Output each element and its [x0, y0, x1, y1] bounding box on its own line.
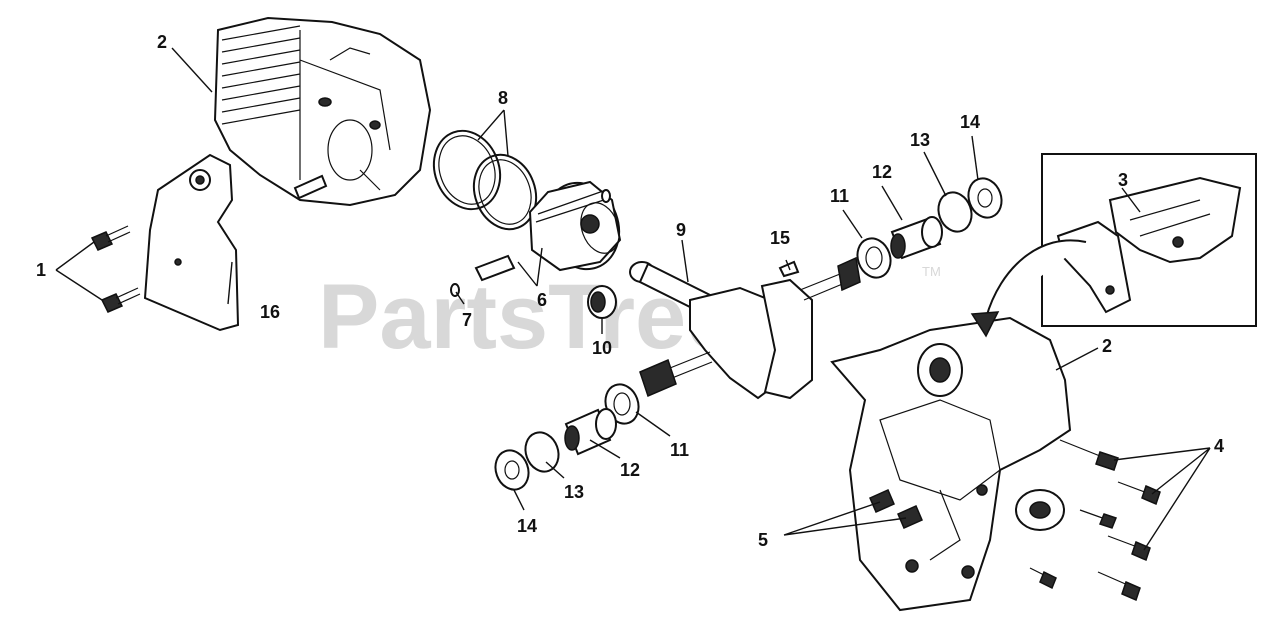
piston-rings-part — [432, 129, 538, 231]
leader-lines — [55, 47, 1211, 551]
callout-11-left: 11 — [670, 440, 689, 460]
callout-5: 5 — [758, 530, 768, 550]
needle-bearing-part — [587, 285, 617, 319]
bolt-part — [90, 225, 141, 313]
snap-ring-right-part — [937, 191, 973, 233]
callout-14-left: 14 — [517, 516, 537, 536]
screws-part — [869, 489, 923, 529]
washer-left-part — [494, 449, 530, 491]
callout-2-crankcase: 2 — [1102, 336, 1112, 356]
callout-2-cylinder: 2 — [157, 32, 167, 52]
watermark-trademark: TM — [922, 264, 941, 279]
callout-8: 8 — [498, 88, 508, 108]
dowel-pin-part — [293, 174, 328, 200]
callout-labels: 2 1 16 8 6 7 10 9 15 11 12 13 14 3 2 4 5… — [36, 32, 1224, 550]
crankcase-part — [830, 316, 1072, 612]
callout-13-right: 13 — [910, 130, 930, 150]
seal-right-part — [856, 237, 892, 279]
snap-ring-left-part — [524, 431, 560, 473]
washer-right-part — [967, 177, 1003, 219]
callout-16: 16 — [260, 302, 280, 322]
callout-1: 1 — [36, 260, 46, 280]
bearing-left-part — [564, 408, 617, 456]
callout-7: 7 — [462, 310, 472, 330]
cover-plate-part — [143, 153, 240, 332]
piston-part — [528, 180, 622, 272]
callout-11-right: 11 — [830, 186, 849, 206]
callout-6: 6 — [537, 290, 547, 310]
callout-12-left: 12 — [620, 460, 640, 480]
callout-14-right: 14 — [960, 112, 980, 132]
callout-13-left: 13 — [564, 482, 584, 502]
callout-15: 15 — [770, 228, 790, 248]
inset-arrow — [970, 239, 1087, 338]
callout-9: 9 — [676, 220, 686, 240]
bearing-right-part — [890, 216, 943, 260]
callout-4: 4 — [1214, 436, 1224, 456]
circlip-part-2 — [601, 189, 611, 203]
callout-10: 10 — [592, 338, 612, 358]
cylinder-part — [213, 16, 432, 207]
callout-3: 3 — [1118, 170, 1128, 190]
crankshaft-part — [629, 256, 861, 400]
wrist-pin-part — [474, 254, 516, 282]
callout-12-right: 12 — [872, 162, 892, 182]
